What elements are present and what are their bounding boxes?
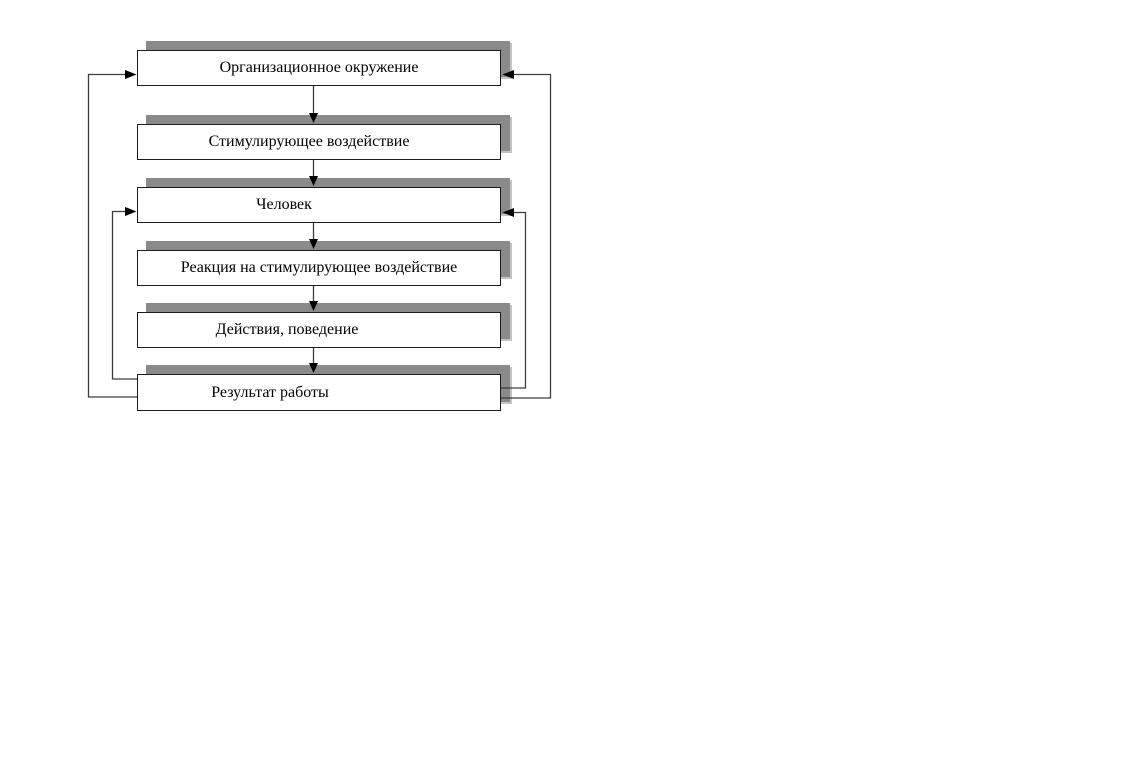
box-person: Человек (137, 187, 501, 223)
feedback-result-to-person-right (501, 208, 527, 389)
box-actions-behavior: Действия, поведение (137, 312, 501, 348)
box-label: Реакция на стимулирующее воздействие (180, 259, 458, 276)
box-label: Человек (256, 196, 312, 213)
arrow-actions-to-result (309, 348, 318, 373)
box-label: Стимулирующее воздействие (208, 133, 410, 150)
feedback-result-to-environment-left (87, 70, 137, 398)
box-label: Результат работы (211, 383, 329, 401)
arrow-env-to-stimulus (309, 86, 318, 123)
box-stimulating-influence: Стимулирующее воздействие (137, 124, 501, 160)
arrow-stimulus-to-person (309, 160, 318, 186)
connector-lines (87, 70, 552, 399)
arrow-reaction-to-actions (309, 286, 318, 311)
feedback-result-to-environment-right (501, 70, 552, 399)
flow-diagram: Организационное окружение Стимулирующее … (0, 0, 600, 440)
feedback-result-to-person-left (111, 207, 137, 380)
box-work-result: Результат работы (137, 374, 501, 411)
arrow-person-to-reaction (309, 223, 318, 249)
box-organizational-environment: Организационное окружение (137, 50, 501, 86)
box-reaction-to-stimulus: Реакция на стимулирующее воздействие (137, 250, 501, 286)
box-label: Действия, поведение (215, 321, 359, 338)
box-label: Организационное окружение (219, 59, 419, 76)
